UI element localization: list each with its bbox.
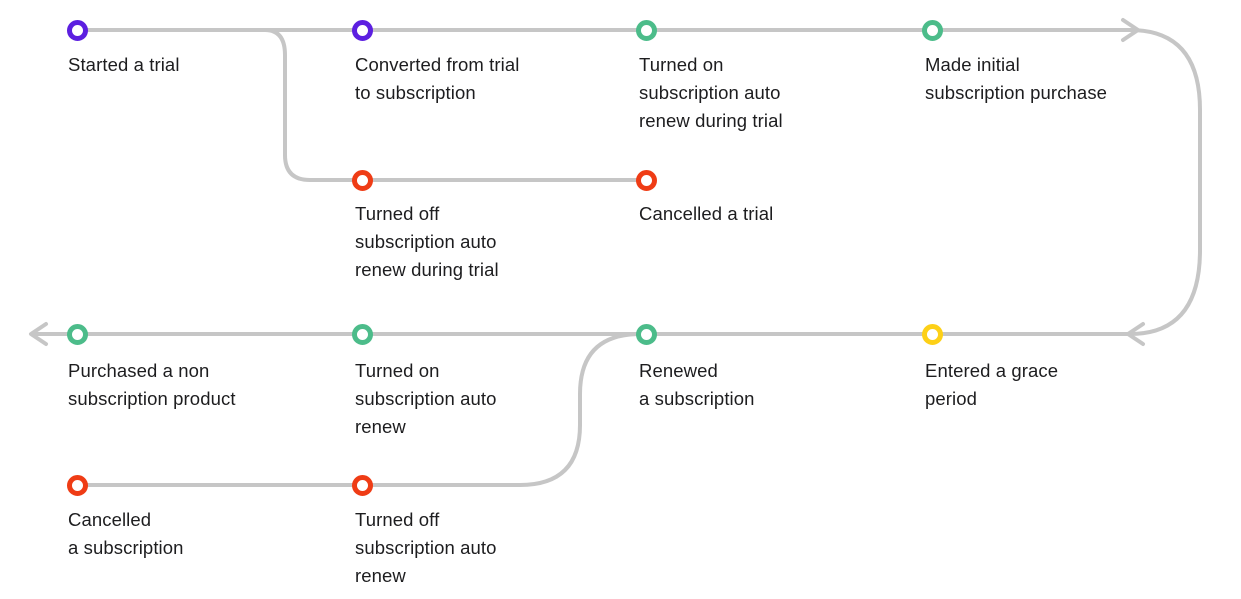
- label-line: Turned on: [639, 54, 724, 75]
- arrowhead-left-row3-end: [29, 322, 48, 346]
- label-entered-a-grace-period: Entered a grace period: [925, 357, 1058, 413]
- label-line: Turned off: [355, 509, 440, 530]
- label-line: a subscription: [639, 388, 755, 409]
- label-purchased-a-non-subscription-product: Purchased a non subscription product: [68, 357, 236, 413]
- wire-right-loop-down: [1128, 28, 1202, 336]
- label-line: subscription purchase: [925, 82, 1108, 103]
- label-line: subscription auto: [355, 388, 497, 409]
- node-turned-off-subscription-auto-renew[interactable]: [351, 474, 373, 496]
- label-line: subscription auto: [355, 231, 497, 252]
- label-renewed-a-subscription: Renewed a subscription: [639, 357, 755, 413]
- node-purchased-a-non-subscription-product[interactable]: [66, 323, 88, 345]
- label-line: Turned off: [355, 203, 440, 224]
- label-line: Cancelled a trial: [639, 203, 774, 224]
- label-line: Made initial: [925, 54, 1020, 75]
- arrowhead-right-top-row: [1121, 18, 1140, 42]
- label-line: Purchased a non: [68, 360, 210, 381]
- label-line: renew: [355, 416, 406, 437]
- label-turned-on-subscription-auto-renew-during-trial: Turned on subscription auto renew during t…: [639, 51, 783, 135]
- label-line: subscription product: [68, 388, 236, 409]
- node-cancelled-a-subscription[interactable]: [66, 474, 88, 496]
- wire-row1-branch-down-to-turned-off-trial: [263, 28, 364, 182]
- label-line: a subscription: [68, 537, 184, 558]
- node-turned-off-subscription-auto-renew-during-trial[interactable]: [351, 169, 373, 191]
- label-line: renew during trial: [639, 110, 783, 131]
- label-line: renew: [355, 565, 406, 586]
- label-line: Entered a grace: [925, 360, 1059, 381]
- label-turned-on-subscription-auto-renew: Turned on subscription auto renew: [355, 357, 497, 441]
- node-turned-on-subscription-auto-renew[interactable]: [351, 323, 373, 345]
- label-line: to subscription: [355, 82, 476, 103]
- wire-bottom-s-curve-to-row3: [360, 332, 642, 487]
- label-turned-off-subscription-auto-renew-during-trial: Turned off subscription auto renew during …: [355, 200, 499, 284]
- label-line: Turned on: [355, 360, 440, 381]
- label-cancelled-a-subscription: Cancelled a subscription: [68, 506, 184, 562]
- label-line: Cancelled: [68, 509, 152, 530]
- node-turned-on-subscription-auto-renew-during-trial[interactable]: [635, 19, 657, 41]
- label-line: subscription auto: [355, 537, 497, 558]
- label-made-initial-subscription-purchase: Made initial subscription purchase: [925, 51, 1107, 107]
- label-line: period: [925, 388, 978, 409]
- label-converted-from-trial-to-subscription: Converted from trial to subscription: [355, 51, 519, 107]
- label-line: Converted from trial: [355, 54, 520, 75]
- arrowhead-left-middle-row: [1126, 322, 1145, 346]
- node-converted-from-trial-to-subscription[interactable]: [351, 19, 373, 41]
- node-started-a-trial[interactable]: [66, 19, 88, 41]
- node-entered-a-grace-period[interactable]: [921, 323, 943, 345]
- node-cancelled-a-trial[interactable]: [635, 169, 657, 191]
- label-line: renew during trial: [355, 259, 499, 280]
- label-line: subscription auto: [639, 82, 781, 103]
- node-renewed-a-subscription[interactable]: [635, 323, 657, 345]
- label-cancelled-a-trial: Cancelled a trial: [639, 200, 773, 228]
- label-line: Started a trial: [68, 54, 180, 75]
- label-started-a-trial: Started a trial: [68, 51, 180, 79]
- node-made-initial-subscription-purchase[interactable]: [921, 19, 943, 41]
- label-line: Renewed: [639, 360, 718, 381]
- label-turned-off-subscription-auto-renew: Turned off subscription auto renew: [355, 506, 497, 590]
